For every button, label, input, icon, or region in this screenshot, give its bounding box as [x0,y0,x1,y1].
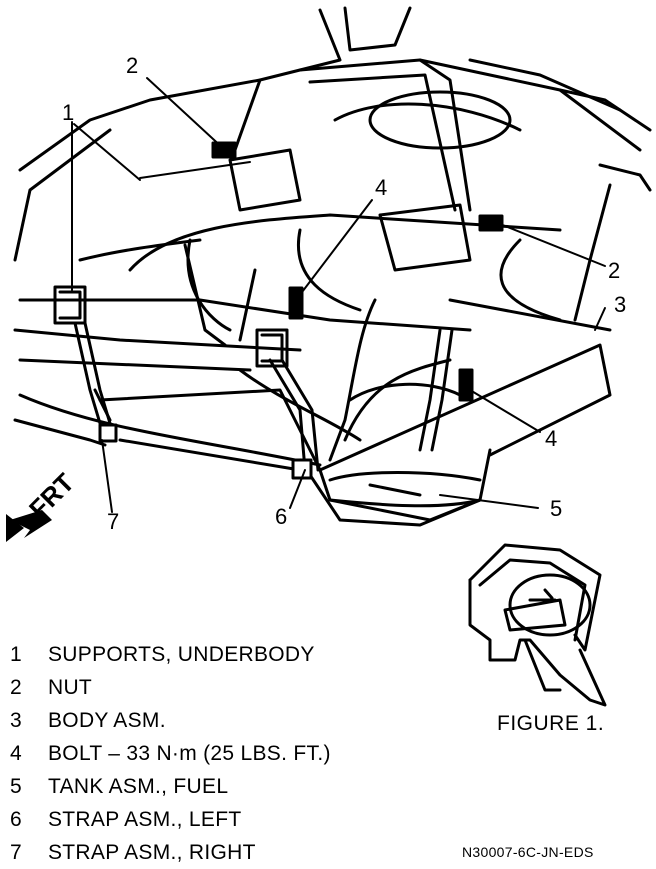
legend-text: STRAP ASM., RIGHT [48,841,256,864]
legend-item: 2 NUT [10,671,331,704]
legend-number: 2 [10,676,22,699]
legend-text: SUPPORTS, UNDERBODY [48,643,315,666]
legend-number: 3 [10,709,22,732]
legend-item: 3 BODY ASM. [10,704,331,737]
callout-3: 3 [614,292,626,317]
callout-6: 6 [275,504,287,529]
reference-code: N30007-6C-JN-EDS [462,844,594,860]
legend-number: 6 [10,808,22,831]
callout-5: 5 [550,496,562,521]
legend-text: BOLT – 33 N·m (25 LBS. FT.) [48,742,331,765]
parts-legend: 1 SUPPORTS, UNDERBODY 2 NUT 3 BODY ASM. 4 BO… [10,638,331,869]
legend-number: 7 [10,841,22,864]
legend-number: 5 [10,775,22,798]
fasteners [100,143,502,478]
leader-lines [72,78,605,512]
callout-4-right: 4 [545,426,557,451]
legend-text: NUT [48,676,93,699]
fuel-tank-straps [95,245,452,470]
body-structure [15,8,650,370]
legend-item: 5 TANK ASM., FUEL [10,770,331,803]
callout-2-right: 2 [608,258,620,283]
callout-numbers: 1 2 2 3 4 4 5 6 7 [62,53,626,534]
callout-4-top: 4 [375,175,387,200]
callout-1: 1 [62,100,74,125]
legend-item: 7 STRAP ASM., RIGHT [10,836,331,869]
legend-text: STRAP ASM., LEFT [48,808,242,831]
callout-7: 7 [107,509,119,534]
legend-number: 4 [10,742,22,765]
legend-text: BODY ASM. [48,709,166,732]
callout-2-top: 2 [126,53,138,78]
legend-item: 1 SUPPORTS, UNDERBODY [10,638,331,671]
legend-item: 6 STRAP ASM., LEFT [10,803,331,836]
legend-item: 4 BOLT – 33 N·m (25 LBS. FT.) [10,737,331,770]
figure-1-detail [470,545,605,705]
fuel-tank [15,345,610,525]
legend-text: TANK ASM., FUEL [48,775,229,798]
legend-number: 1 [10,643,22,666]
front-direction-arrow: FRT [6,467,80,542]
figure-1-label: FIGURE 1. [497,712,605,735]
